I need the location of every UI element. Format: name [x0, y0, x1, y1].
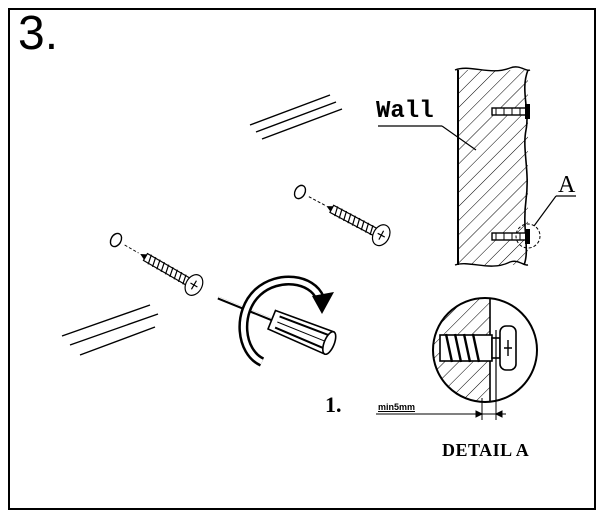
rotation-arrow-icon: [238, 275, 334, 367]
wall-label: Wall: [376, 98, 434, 125]
step-number: 3.: [18, 7, 59, 60]
motion-lines-lower: [61, 304, 159, 356]
motion-lines-upper: [249, 94, 343, 140]
min-depth-dimension: [376, 398, 506, 420]
detail-a-view: [432, 297, 538, 403]
screw-icon: [293, 184, 391, 247]
sub-step-number: 1.: [325, 392, 342, 417]
screw-icon: [109, 232, 204, 296]
wall-leader: [378, 125, 477, 151]
wall-screw-top: [491, 104, 530, 119]
detail-title: DETAIL A: [442, 440, 530, 460]
detail-a-callout: [515, 195, 576, 249]
detail-marker-label: A: [558, 172, 576, 198]
min-depth-label: min5mm: [378, 402, 416, 412]
wall-screw-bottom: [491, 229, 530, 244]
